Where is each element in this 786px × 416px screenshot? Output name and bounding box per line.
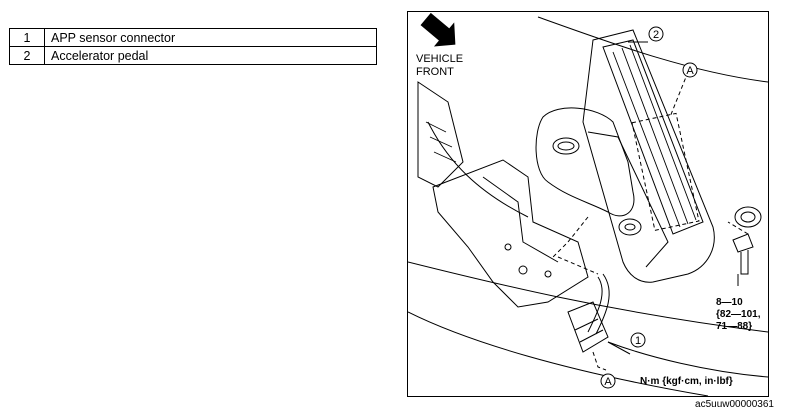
legend-number: 1 [9,28,45,47]
floor-line [607,341,768,378]
tightening-torque: 8—10 {82—101, 71—88} [716,297,760,333]
vehicle-front-arrow-icon [420,12,456,47]
bolt-shaft [740,250,749,275]
callout-2: 2 [653,29,659,41]
bracket-hole [504,243,512,251]
grommet [734,206,762,228]
accelerator-pedal [582,29,715,283]
callout-1-leader [607,341,631,355]
base-plate-hole [552,137,580,155]
pedal-grommet-inner [624,223,636,231]
grommet-inner [740,211,756,223]
floor-line [427,121,529,218]
vehicle-front-label-line2: FRONT [416,66,454,78]
figure-code: ac5uuw00000361 [695,399,774,410]
connector-lock-lines [574,318,604,343]
vehicle-front-label: VEHICLE FRONT [416,53,463,79]
connector-hidden-line [557,256,599,275]
bolt-head [732,233,754,253]
connector-leader [592,351,607,371]
app-sensor-connector [567,301,609,353]
pedal-bracket [432,159,589,308]
sensor-hidden-outline [631,112,700,231]
pedal-ribs [612,44,697,228]
torque-unit-label: N·m {kgf·cm, in·lbf} [640,376,733,387]
legend-label: APP sensor connector [44,28,377,47]
callout-a-top: A [686,65,694,77]
legend-number: 2 [9,46,45,65]
floor-line [537,16,768,83]
bolt-leader [727,221,749,235]
floor-mat-ribs [425,121,457,163]
callout-a-bottom-circle [600,373,616,389]
callout-2-circle [648,26,664,42]
accelerator-pedal-diagram: 2 1 A A VEHICLE FRONT 8—10 {82—101, 71—8… [407,11,769,397]
callout-a-top-circle [682,62,698,78]
callout-1-circle [630,332,646,348]
bracket-hole [544,270,552,278]
bracket-hole [518,265,528,275]
wire-harness [587,276,603,333]
torque-line: {82—101, [716,309,761,320]
base-plate-hole-inner [557,141,575,151]
pedal-pad [602,39,704,235]
torque-line: 71—88} [716,321,753,332]
harness-hidden-line [552,216,589,258]
floor-mat [417,81,464,188]
legend-label: Accelerator pedal [44,46,377,65]
legend-row: 2 Accelerator pedal [9,46,377,65]
vehicle-front-label-line1: VEHICLE [416,53,464,65]
pedal-base-plate [535,107,635,217]
floor-line [408,311,709,396]
parts-legend-table: 1 APP sensor connector 2 Accelerator ped… [9,28,377,65]
callout-1: 1 [635,335,641,347]
pedal-grommet [618,218,642,236]
torque-line: 8—10 [716,297,743,308]
callout-a-bottom: A [604,376,612,388]
pedal-arm [587,131,669,268]
bracket-edge [482,176,559,263]
floor-line [408,261,768,333]
wire-harness [595,273,610,335]
legend-row: 1 APP sensor connector [9,28,377,47]
diagram-drawing: 2 1 A A [408,12,768,396]
callout-a-top-leader [669,71,689,118]
